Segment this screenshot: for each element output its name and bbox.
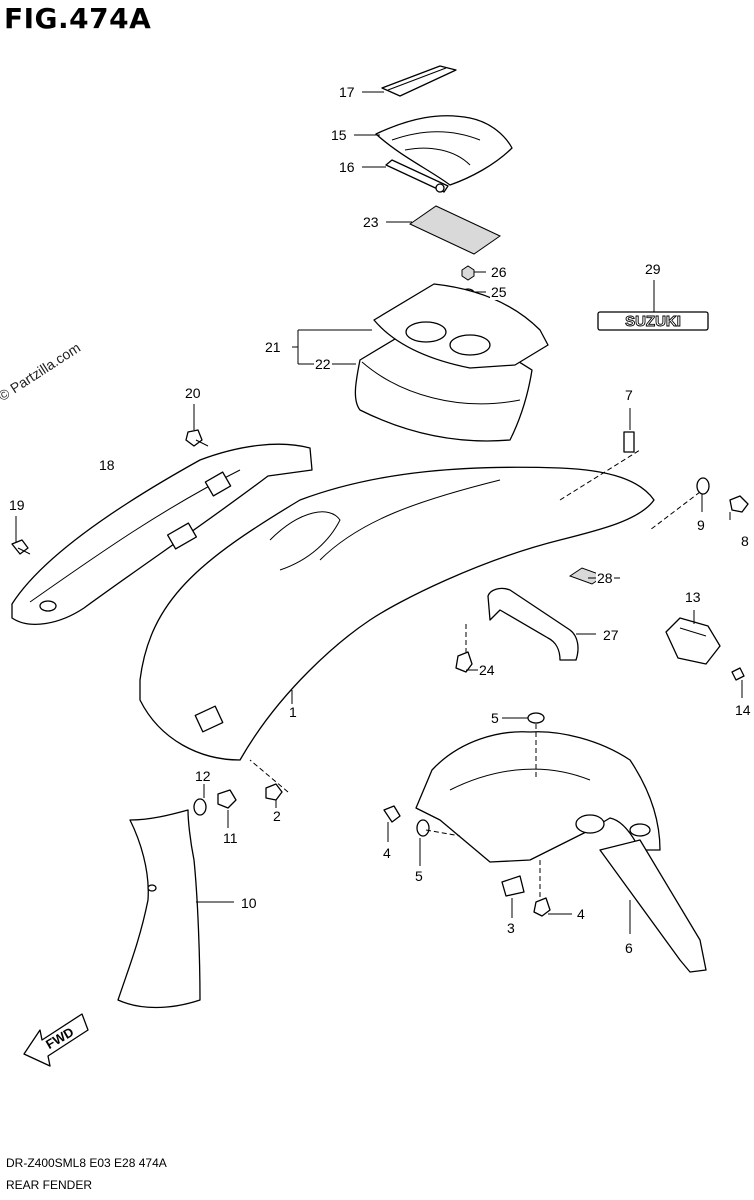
callout-20[interactable]: 20: [184, 385, 202, 401]
reflector-part[interactable]: [665, 617, 721, 665]
screw-part[interactable]: [731, 667, 745, 681]
washer-part[interactable]: [696, 477, 710, 495]
callout-25[interactable]: 25: [490, 284, 508, 300]
tool-bag-part[interactable]: [375, 115, 513, 186]
callout-17[interactable]: 17: [338, 84, 356, 100]
callout-21[interactable]: 21: [264, 339, 282, 355]
fwd-arrow-icon: FWD: [23, 1013, 89, 1067]
nut-part[interactable]: [461, 265, 475, 281]
nut-part[interactable]: [265, 783, 283, 801]
callout-10[interactable]: 10: [240, 895, 258, 911]
callout-29[interactable]: 29: [644, 261, 662, 277]
strap-part[interactable]: [381, 65, 457, 97]
callout-13[interactable]: 13: [684, 589, 702, 605]
model-code: DR-Z400SML8 E03 E28 474A: [6, 1156, 167, 1170]
figure-title: FIG.474A: [4, 2, 152, 35]
callout-4a[interactable]: 4: [382, 845, 392, 861]
side-cover-part[interactable]: [11, 443, 313, 625]
washer-part[interactable]: [193, 798, 207, 816]
callout-19[interactable]: 19: [8, 497, 26, 513]
bolt-part[interactable]: [455, 651, 473, 673]
mud-flap-part[interactable]: [117, 809, 201, 1009]
callout-6[interactable]: 6: [624, 940, 634, 956]
bolt-part[interactable]: [533, 897, 551, 917]
callout-2[interactable]: 2: [272, 808, 282, 824]
rear-fender-part[interactable]: [139, 449, 655, 761]
callout-7[interactable]: 7: [624, 387, 634, 403]
washer-part[interactable]: [527, 712, 545, 724]
diagram-caption: REAR FENDER: [6, 1178, 93, 1192]
clip-part[interactable]: [501, 875, 525, 897]
callout-14[interactable]: 14: [734, 702, 752, 718]
callout-28[interactable]: 28: [596, 570, 614, 586]
emblem-text: SUZUKI: [625, 313, 681, 330]
callout-4b[interactable]: 4: [576, 906, 586, 922]
bolt-part[interactable]: [217, 789, 237, 809]
suzuki-emblem[interactable]: SUZUKI: [597, 311, 709, 331]
pad-part[interactable]: [409, 205, 501, 255]
callout-18[interactable]: 18: [98, 457, 116, 473]
grab-handle-part[interactable]: [487, 587, 579, 661]
callout-1[interactable]: 1: [288, 704, 298, 720]
bolt-part[interactable]: [185, 429, 209, 447]
callout-9[interactable]: 9: [696, 517, 706, 533]
bolt-part[interactable]: [11, 539, 31, 555]
callout-11[interactable]: 11: [222, 830, 239, 846]
callout-8[interactable]: 8: [740, 533, 750, 549]
callout-3[interactable]: 3: [506, 920, 516, 936]
callout-23[interactable]: 23: [362, 214, 380, 230]
rear-bracket-part[interactable]: [415, 731, 707, 973]
callout-12[interactable]: 12: [194, 768, 212, 784]
callout-15[interactable]: 15: [330, 127, 348, 143]
tool-pin-part[interactable]: [385, 159, 449, 193]
callout-5a[interactable]: 5: [490, 710, 500, 726]
tool-box-part[interactable]: [354, 283, 549, 442]
bolt-part[interactable]: [729, 495, 749, 513]
callout-16[interactable]: 16: [338, 159, 356, 175]
callout-22[interactable]: 22: [314, 356, 332, 372]
callout-26[interactable]: 26: [490, 264, 508, 280]
callout-5b[interactable]: 5: [414, 868, 424, 884]
clip-part[interactable]: [623, 431, 635, 453]
washer-part[interactable]: [416, 819, 430, 837]
callout-27[interactable]: 27: [602, 627, 620, 643]
bolt-part[interactable]: [383, 805, 401, 823]
callout-24[interactable]: 24: [478, 662, 496, 678]
